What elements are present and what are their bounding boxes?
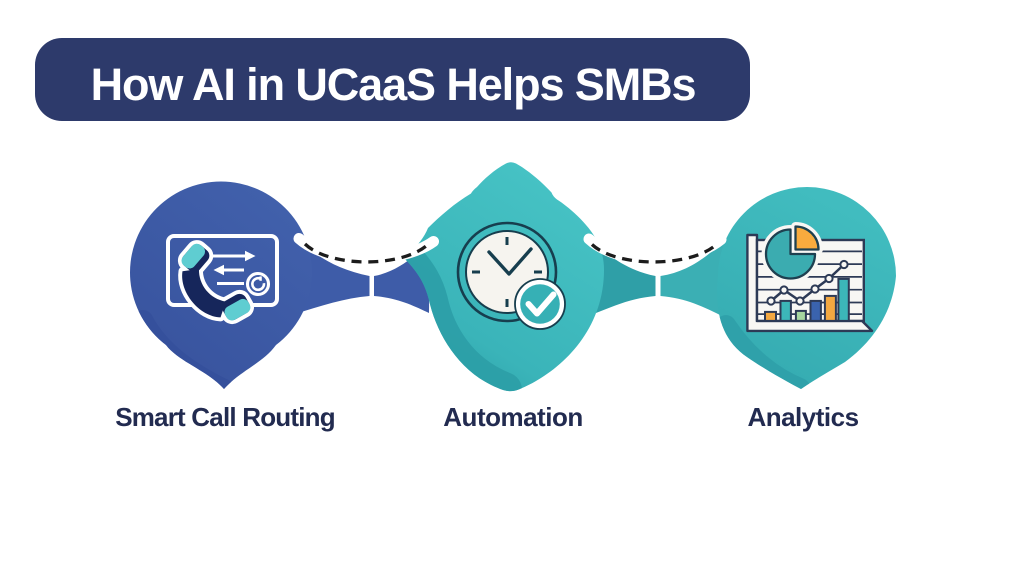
svg-text:Automation: Automation: [443, 402, 582, 432]
svg-text:Smart Call Routing: Smart Call Routing: [115, 402, 335, 432]
svg-text:Analytics: Analytics: [747, 402, 858, 432]
svg-text:How AI in UCaaS Helps SMBs: How AI in UCaaS Helps SMBs: [91, 59, 696, 110]
